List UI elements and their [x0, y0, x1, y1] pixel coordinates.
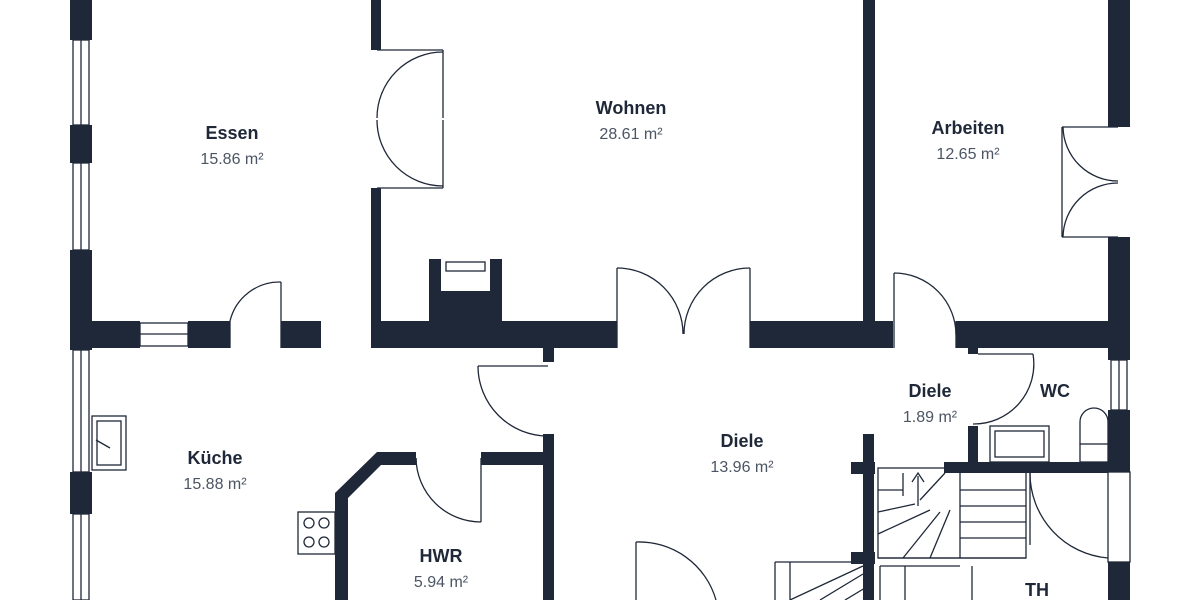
room-name-kueche: Küche	[187, 448, 242, 468]
room-name-wohnen: Wohnen	[596, 98, 667, 118]
room-area-arbeiten: 12.65 m²	[936, 146, 1000, 163]
wc-sink-icon	[989, 425, 1050, 463]
door-wc	[972, 353, 1035, 425]
staircase-icon	[774, 467, 1027, 600]
room-labels: Essen 15.86 m² Wohnen 28.61 m² Arbeiten …	[183, 98, 1070, 600]
door-hwr	[415, 457, 482, 523]
toilet-icon	[1079, 407, 1109, 463]
stove-icon	[297, 511, 336, 555]
room-name-arbeiten: Arbeiten	[931, 118, 1004, 138]
room-name-diele-small: Diele	[908, 381, 951, 401]
door-essen-wohnen	[376, 49, 444, 189]
room-area-essen: 15.86 m²	[200, 151, 264, 168]
door-diele-lower	[635, 541, 717, 600]
sink-icon	[91, 415, 127, 471]
door-essen-kueche	[229, 281, 282, 348]
door-th	[1029, 472, 1109, 559]
door-arbeiten	[893, 272, 957, 348]
room-area-kueche: 15.88 m²	[183, 476, 247, 493]
door-arbeiten-exterior	[1061, 126, 1119, 238]
room-area-hwr: 5.94 m²	[414, 574, 469, 591]
doors	[229, 49, 1119, 600]
room-name-hwr: HWR	[420, 546, 463, 566]
room-name-th: TH	[1025, 580, 1049, 600]
door-diele-kueche	[477, 365, 549, 437]
room-name-diele: Diele	[720, 431, 763, 451]
walls	[70, 0, 1131, 600]
room-name-wc: WC	[1040, 381, 1070, 401]
room-area-diele-small: 1.89 m²	[903, 409, 958, 426]
door-wohnen-diele	[616, 267, 751, 348]
room-area-wohnen: 28.61 m²	[599, 126, 663, 143]
room-name-essen: Essen	[205, 123, 258, 143]
fireplace-icon	[429, 259, 502, 324]
room-area-diele: 13.96 m²	[710, 459, 774, 476]
